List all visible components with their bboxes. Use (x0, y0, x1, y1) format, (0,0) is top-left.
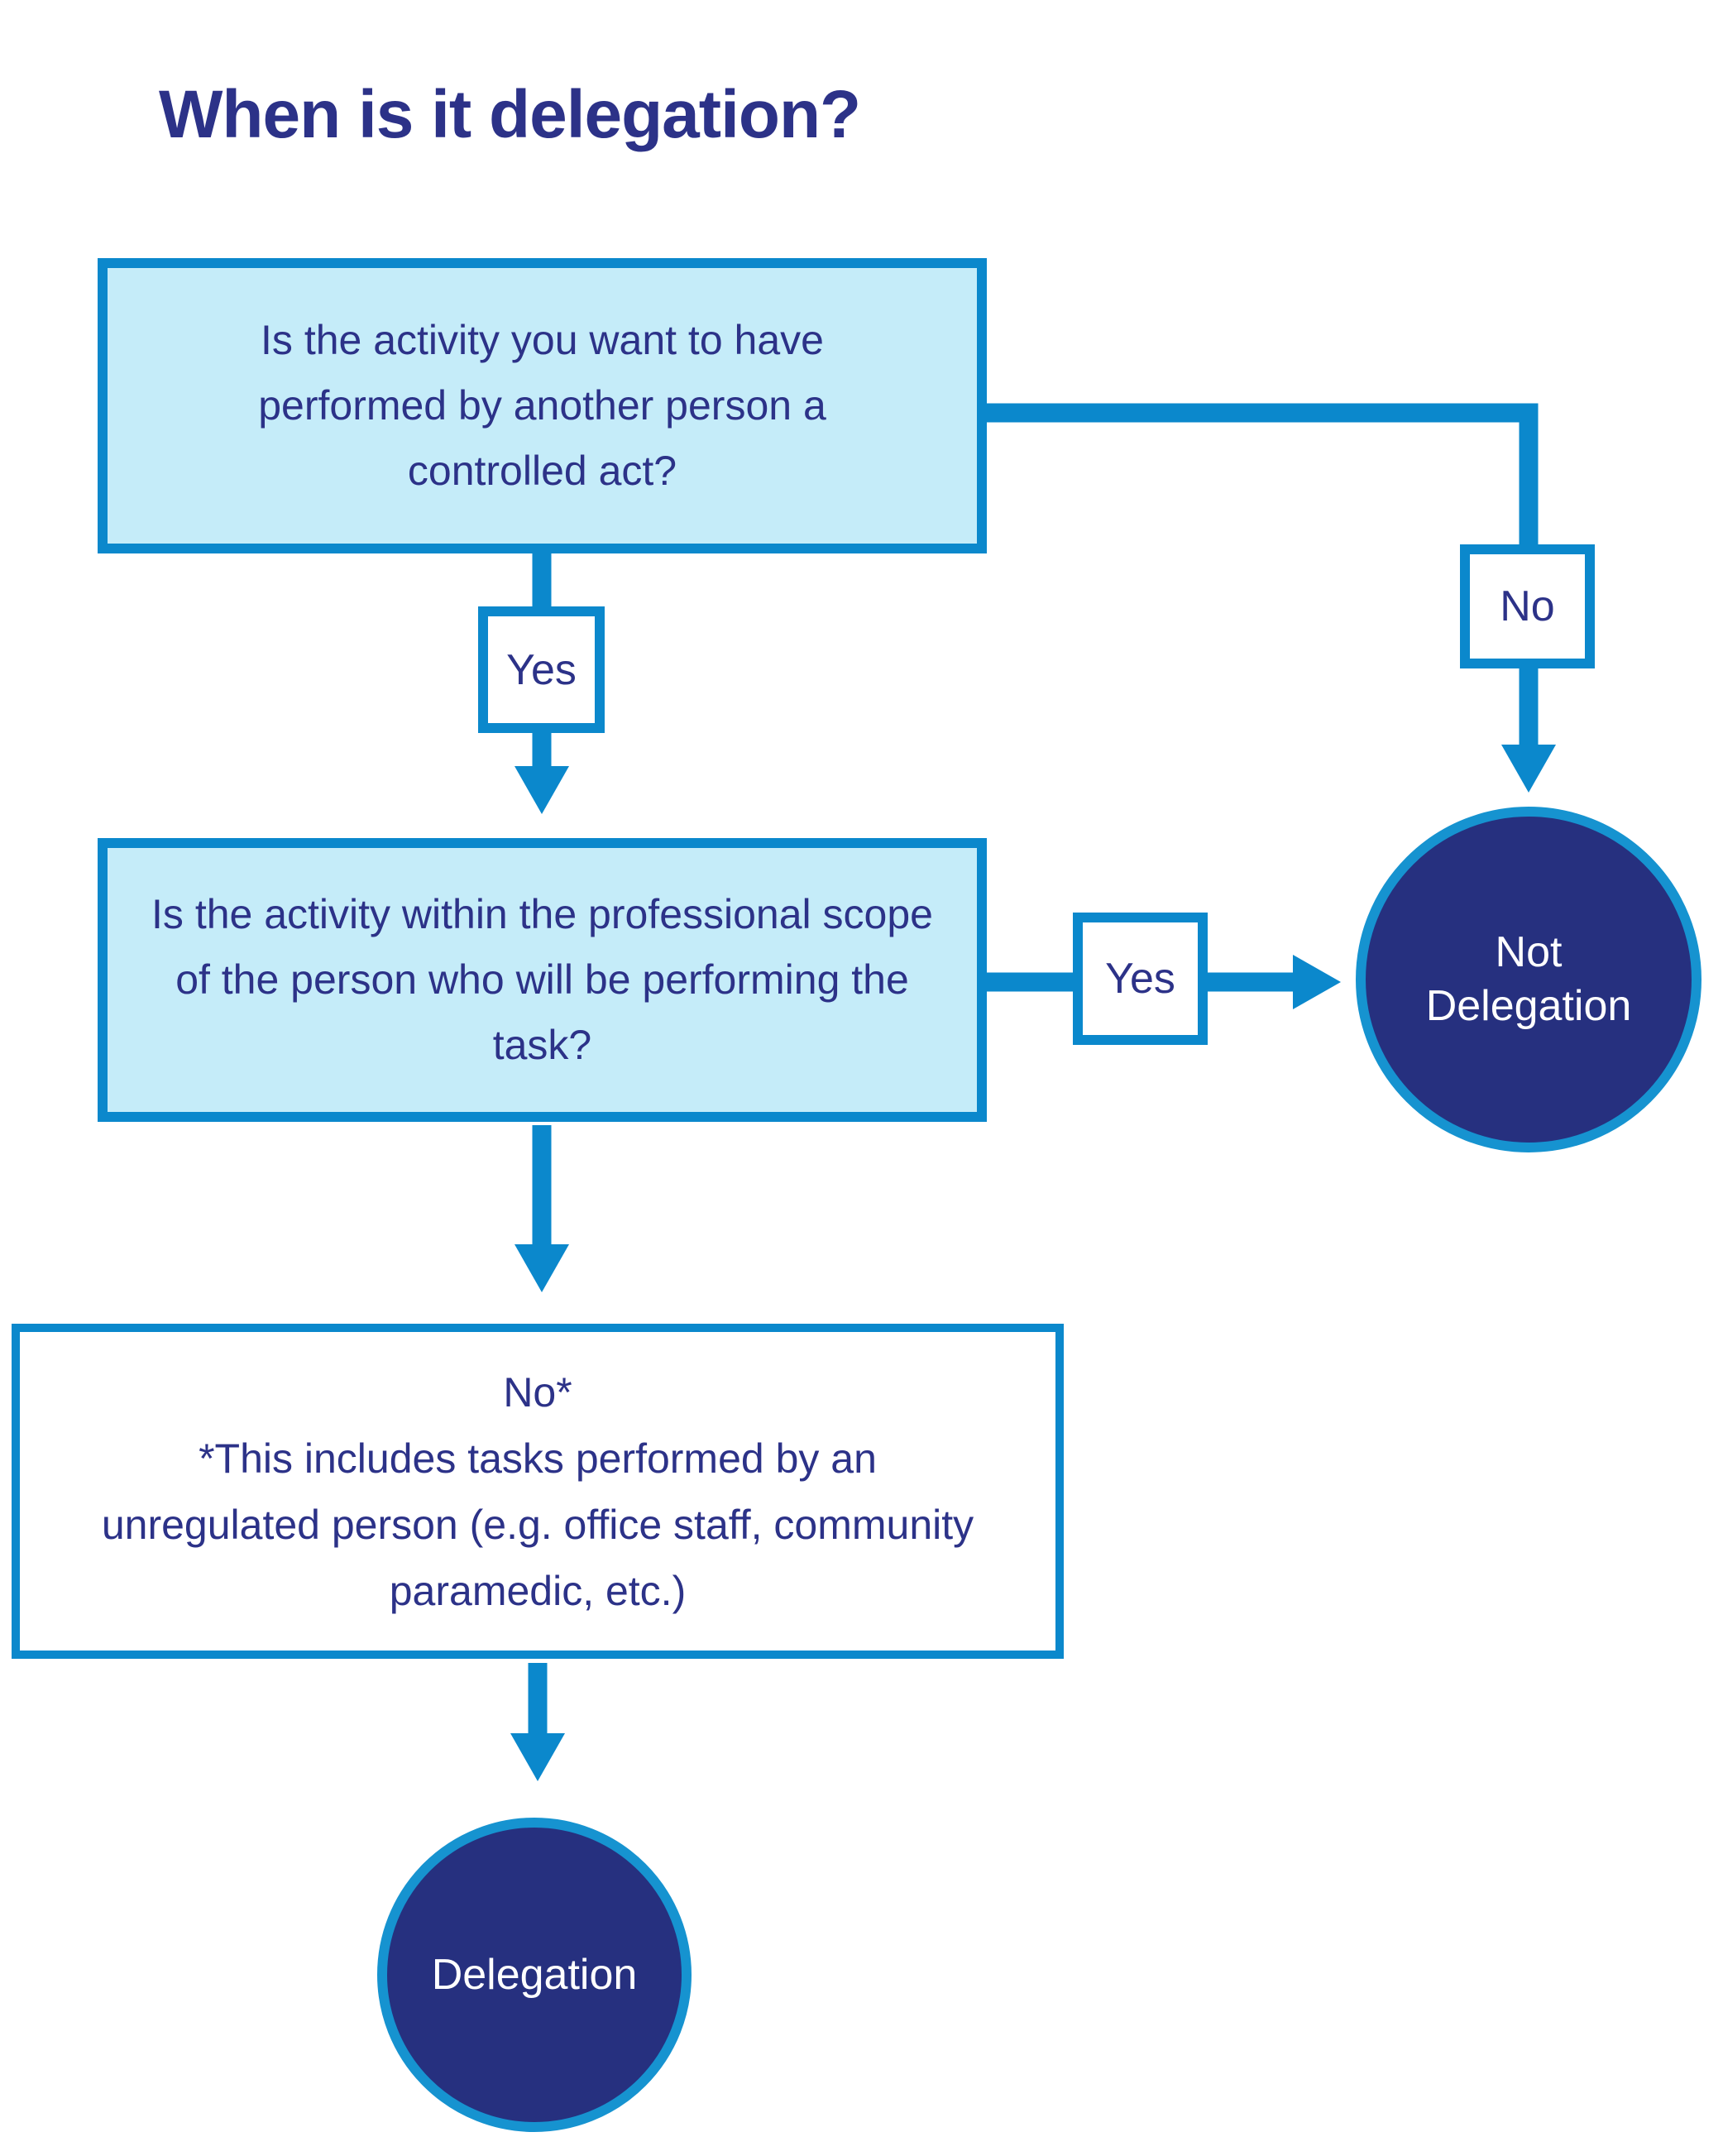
arrowhead-yes1-to-q2 (515, 766, 569, 814)
question-box-professional-scope: Is the activity within the professional … (98, 838, 987, 1122)
label-text: Yes (1105, 955, 1175, 1003)
outcome-not-delegation: Not Delegation (1356, 807, 1701, 1152)
arrowhead-q2-to-note (515, 1244, 569, 1292)
label-no-1: No (1460, 544, 1595, 668)
page-title: When is it delegation? (159, 77, 861, 152)
label-yes-1: Yes (478, 606, 605, 733)
question-text: Is the activity you want to have perform… (258, 317, 826, 494)
label-text: No (1500, 582, 1555, 630)
arrowhead-note-to-delegation (510, 1733, 565, 1781)
note-text-line: *This includes tasks performed by an unr… (101, 1435, 974, 1614)
question-text: Is the activity within the professional … (151, 891, 933, 1068)
connector-q1-to-no1 (987, 403, 1539, 547)
outcome-text-line: Delegation (1425, 982, 1632, 1030)
question-box-controlled-act: Is the activity you want to have perform… (98, 258, 987, 553)
arrowhead-no1-to-not-delegation (1501, 745, 1556, 793)
arrowhead-yes2-to-not-delegation (1293, 955, 1341, 1009)
label-yes-2: Yes (1073, 913, 1208, 1045)
note-text-line: No* (503, 1368, 572, 1416)
outcome-text-line: Delegation (431, 1950, 638, 1999)
note-box-no-unregulated: No* *This includes tasks performed by an… (12, 1324, 1064, 1659)
outcome-delegation: Delegation (377, 1818, 692, 2132)
outcome-text-line: Not (1495, 928, 1563, 976)
label-text: Yes (506, 645, 577, 694)
